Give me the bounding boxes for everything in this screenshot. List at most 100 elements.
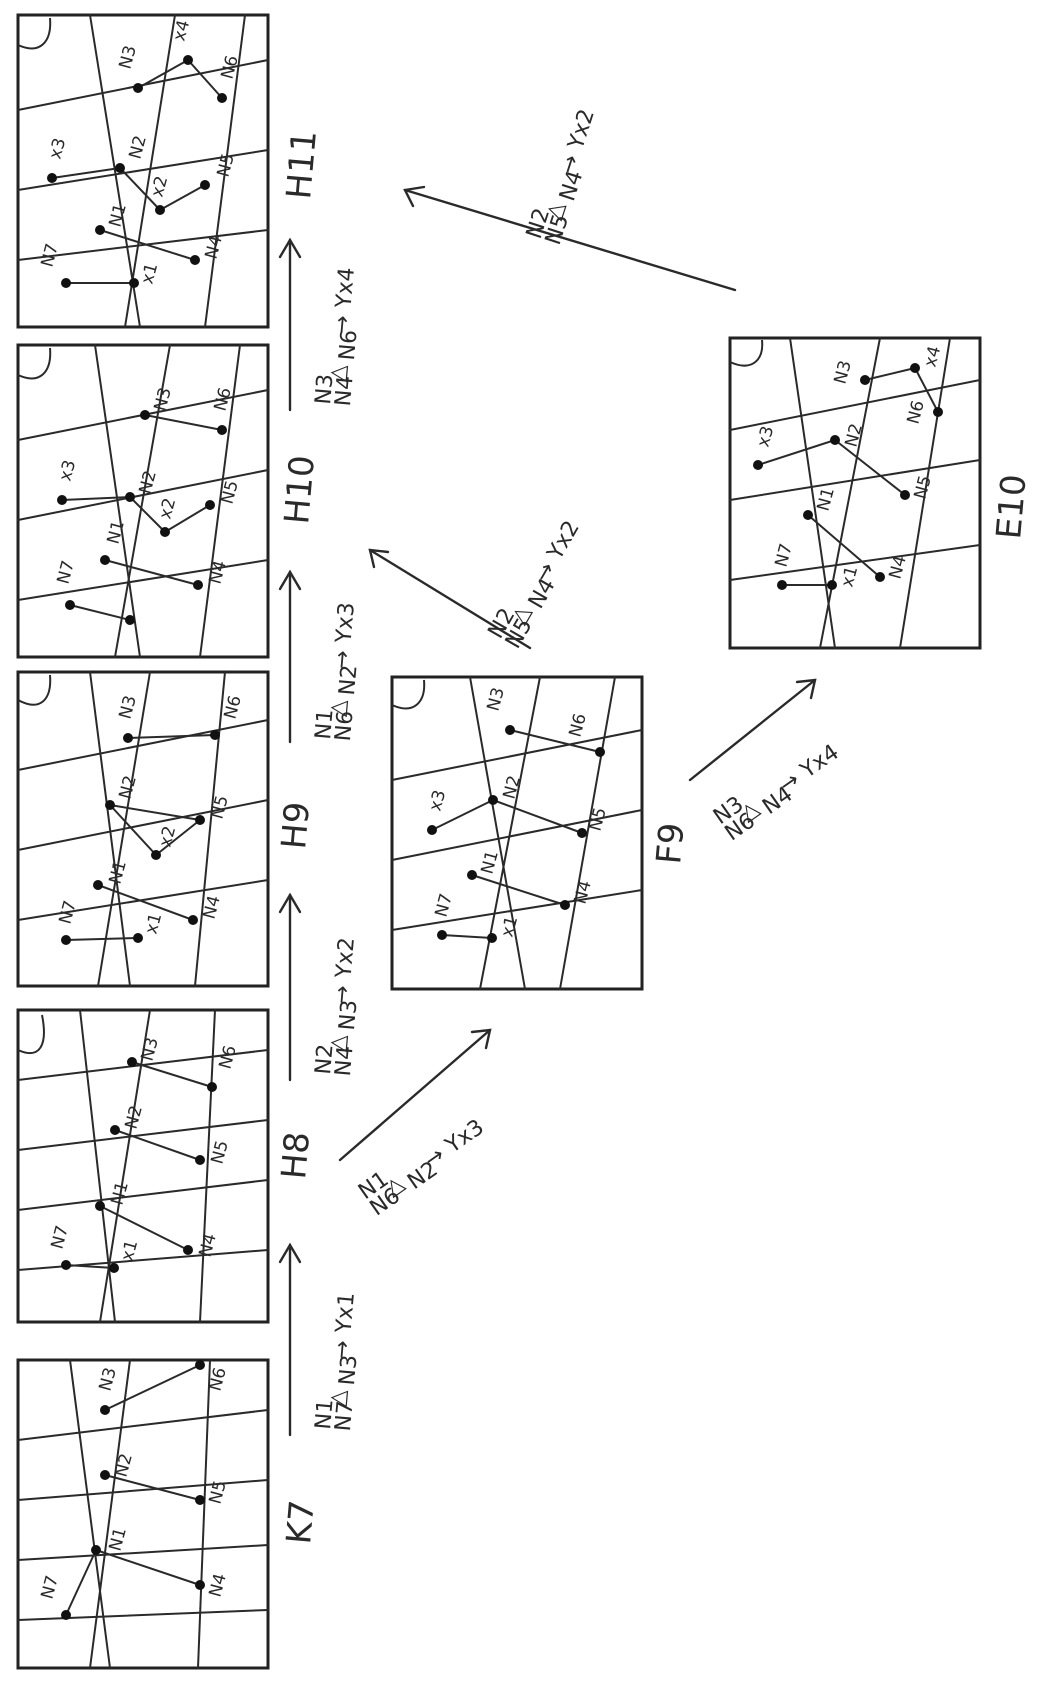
panel-k7-node-n6 bbox=[195, 1360, 205, 1370]
transition-h8-f9-rule: N1 N6 △ N2 → Yx3 bbox=[354, 1105, 493, 1221]
panel-h10-node-n6 bbox=[217, 425, 227, 435]
panel-f9-label-n5: N5 bbox=[586, 805, 611, 833]
panel-h10-label-n4: N4 bbox=[206, 558, 231, 586]
panel-h8: N7 x1 N1 N2 N3 N6 N5 N4 H8 bbox=[18, 1010, 318, 1322]
panel-k7-label-n1: N1 bbox=[106, 1525, 131, 1553]
panel-h9-node-n5 bbox=[195, 815, 205, 825]
panel-e10-node-x3 bbox=[753, 460, 763, 470]
panel-k7-label-n5: N5 bbox=[206, 1478, 231, 1506]
panel-h8-node-n4 bbox=[183, 1245, 193, 1255]
panel-f9-node-n5 bbox=[577, 828, 587, 838]
panel-h11-label-n1: N1 bbox=[106, 201, 131, 229]
panel-h10-label-x3: x3 bbox=[56, 458, 81, 483]
panel-h10-label-x2: x2 bbox=[156, 496, 181, 521]
panel-h9-node-x2 bbox=[151, 850, 161, 860]
panel-h11-title: H11 bbox=[279, 129, 325, 201]
transition-k7-h8-arrow-glyph: → bbox=[329, 1339, 356, 1360]
panel-h11-label-x4: x4 bbox=[170, 18, 195, 43]
panel-f9-node-n2 bbox=[488, 795, 498, 805]
panel-h8-node-n3 bbox=[127, 1057, 137, 1067]
panel-h8-label-n6: N6 bbox=[216, 1043, 241, 1071]
panel-e10-node-n6 bbox=[933, 407, 943, 417]
panel-h8-node-n1 bbox=[95, 1201, 105, 1211]
panel-h8-title: H8 bbox=[274, 1130, 318, 1181]
transition-h8-h9-result: Yx2 bbox=[331, 936, 360, 979]
panel-k7-title: K7 bbox=[279, 1499, 323, 1546]
panel-f9-node-x1 bbox=[487, 933, 497, 943]
transition-h9-h10-result: Yx3 bbox=[331, 601, 360, 644]
panel-f9-node-n7 bbox=[437, 930, 447, 940]
panel-h9-node-n2 bbox=[105, 800, 115, 810]
panel-h9-label-n1: N1 bbox=[106, 858, 131, 886]
transition-f9-h10-result: Yx2 bbox=[542, 517, 584, 565]
panel-e10-node-n3 bbox=[860, 375, 870, 385]
panel-h11-label-n3: N3 bbox=[116, 43, 141, 71]
panel-h11: N7 x1 N1 x3 N2 x2 N3 x4 N6 N5 N4 H11 bbox=[18, 15, 325, 327]
transition-h8-h9: N2 N4 △ N3 → Yx2 bbox=[280, 895, 368, 1080]
transition-e10-h11-rule: N2 N5 △ N4 → Yx2 bbox=[522, 102, 608, 248]
panel-h11-label-x2: x2 bbox=[148, 174, 173, 199]
panel-h9-label-n5: N5 bbox=[208, 793, 233, 821]
panel-k7: N7 N1 N2 N3 N6 N5 N4 K7 bbox=[18, 1360, 323, 1668]
panel-k7-node-n2 bbox=[100, 1470, 110, 1480]
panel-h11-node-n6 bbox=[217, 93, 227, 103]
panel-h9-node-n1 bbox=[93, 880, 103, 890]
transition-f9-h10-rule: N2 N5 △ N4 → Yx2 bbox=[484, 511, 592, 653]
transition-e10-h11-arrow bbox=[405, 190, 735, 290]
panel-h11-node-n5 bbox=[200, 180, 210, 190]
transition-f9-e10-result: Yx4 bbox=[795, 740, 843, 784]
panel-h8-label-n4: N4 bbox=[196, 1231, 221, 1259]
panel-h11-label-n5: N5 bbox=[214, 151, 239, 179]
panel-h8-node-n7 bbox=[61, 1260, 71, 1270]
panel-h8-label-n2: N2 bbox=[122, 1103, 147, 1131]
panel-h11-label-x1: x1 bbox=[138, 261, 163, 286]
transition-h10-h11-rule: N3 N4 △ N6 → Yx4 bbox=[311, 265, 368, 407]
panel-e10-label-x3: x3 bbox=[754, 424, 779, 449]
panel-e10-label-n6: N6 bbox=[904, 398, 929, 426]
panel-h8-node-n5 bbox=[195, 1155, 205, 1165]
panel-e10-node-n1 bbox=[803, 510, 813, 520]
transition-h10-h11-result: Yx4 bbox=[331, 266, 360, 309]
panel-f9-label-n4: N4 bbox=[571, 878, 596, 906]
transition-k7-h8-rule: N1 N7 △ N3 → Yx1 bbox=[311, 1290, 368, 1432]
panel-h10-node-extra bbox=[125, 615, 135, 625]
panel-f9-title: F9 bbox=[649, 821, 692, 866]
panel-h9-label-x1: x1 bbox=[142, 911, 167, 936]
panel-h11-node-x2 bbox=[155, 205, 165, 215]
transition-k7-h8-result: Yx1 bbox=[331, 1291, 360, 1334]
panel-f9-label-n2: N2 bbox=[500, 773, 525, 801]
panel-h11-label-n2: N2 bbox=[126, 133, 151, 161]
panel-h10-title: H10 bbox=[277, 454, 323, 526]
panel-e10-node-x4 bbox=[910, 363, 920, 373]
panel-e10-node-n4 bbox=[875, 572, 885, 582]
panel-f9-label-n7: N7 bbox=[432, 891, 457, 919]
panel-e10-node-n2 bbox=[830, 435, 840, 445]
panel-k7-label-n7: N7 bbox=[38, 1573, 63, 1601]
panel-h11-node-n3 bbox=[133, 83, 143, 93]
panel-k7-mesh bbox=[18, 1360, 268, 1668]
panel-f9: N7 x1 N1 x3 N2 N3 N6 N5 N4 F9 bbox=[392, 677, 693, 989]
panel-h9-label-n6: N6 bbox=[221, 693, 246, 721]
panel-e10-label-n2: N2 bbox=[842, 421, 867, 449]
panel-k7-node-n5 bbox=[195, 1495, 205, 1505]
panel-e10-node-n7 bbox=[777, 580, 787, 590]
panel-h10-node-n1 bbox=[100, 555, 110, 565]
panel-h8-label-n5: N5 bbox=[208, 1138, 233, 1166]
panel-k7-node-n4 bbox=[195, 1580, 205, 1590]
panel-k7-label-n2: N2 bbox=[112, 1451, 137, 1479]
panel-f9-node-n1 bbox=[467, 870, 477, 880]
panel-h11-node-n1 bbox=[95, 225, 105, 235]
transition-h10-h11-delta: △ bbox=[325, 364, 351, 383]
panel-h9-node-n6 bbox=[210, 730, 220, 740]
panel-h9-node-n3 bbox=[123, 733, 133, 743]
transition-h9-h10: N1 N6 △ N2 → Yx3 bbox=[280, 572, 368, 742]
panel-k7-node-n1 bbox=[91, 1545, 101, 1555]
panel-f9-label-n6: N6 bbox=[566, 711, 591, 739]
transition-h9-h10-arrow-glyph: → bbox=[329, 649, 356, 670]
panel-k7-label-n3: N3 bbox=[96, 1365, 121, 1393]
transition-h9-h10-delta: △ bbox=[325, 699, 351, 718]
panel-h11-label-n7: N7 bbox=[38, 241, 63, 269]
panel-e10-label-n3: N3 bbox=[831, 358, 856, 386]
transition-h8-f9-result: Yx3 bbox=[440, 1115, 488, 1159]
panel-e10-node-labels: N7 x1 N1 x3 N2 N3 x4 N6 N5 N4 bbox=[754, 344, 946, 589]
